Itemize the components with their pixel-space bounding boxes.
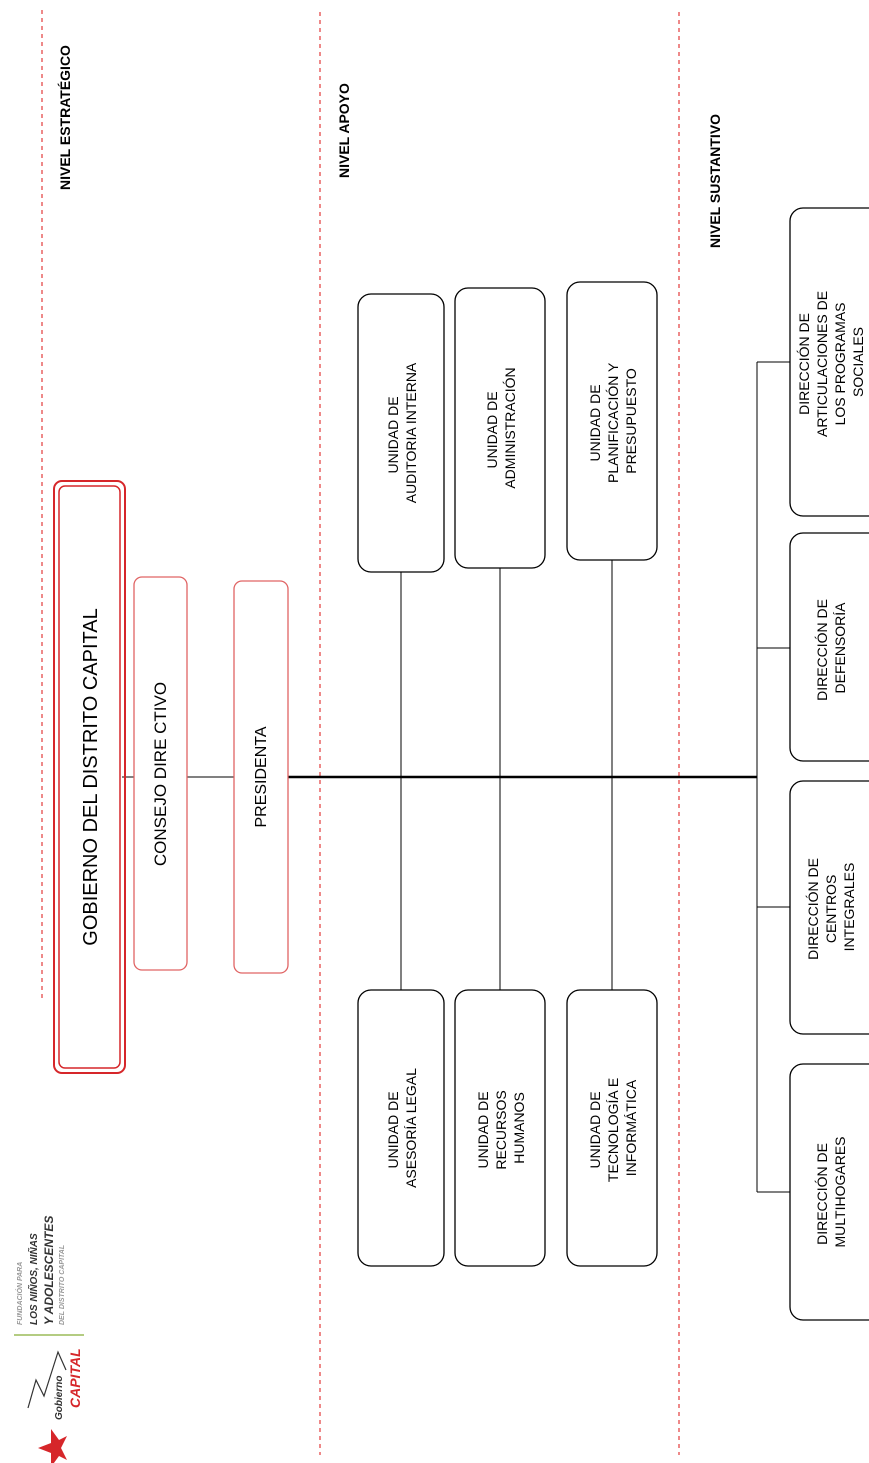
- svg-text:UNIDAD DE ASESORÍA LEGAL: UNIDAD DE ASESORÍA LEGAL: [385, 1068, 419, 1188]
- logo: Gobierno CAPITAL FUNDACIÓN PARA LOS NIÑO…: [14, 1216, 84, 1463]
- tecnologia-line-2: TECNOLOGÍA E: [605, 1078, 621, 1182]
- articulaciones-line-4: SOCIALES: [850, 327, 866, 397]
- box-gobierno: [58, 485, 121, 1069]
- box-direccion-articulaciones: DIRECCIÓN DE ARTICULACIONES DE LOS PROGR…: [789, 207, 869, 517]
- auditoria-line-2: AUDITORIA INTERNA: [403, 362, 419, 503]
- logo-capital: CAPITAL: [67, 1348, 83, 1408]
- connectors: [122, 361, 790, 1193]
- logo-gobierno: Gobierno: [54, 1376, 65, 1420]
- svg-text:DIRECCIÓN DE ARTICULACIO: DIRECCIÓN DE ARTICULACIONES DE LOS PROGR…: [796, 287, 866, 437]
- svg-text:UNIDAD DE RECURSOS: UNIDAD DE RECURSOS HUMANOS: [475, 1086, 527, 1169]
- box-consejo: [133, 576, 188, 971]
- svg-text:DIRECCIÓN DE DEFENSORÍA: DIRECCIÓN DE DEFENSORÍA: [814, 595, 848, 701]
- logo-line-4: DEL DISTRITO CAPITAL: [59, 1245, 66, 1325]
- multihogares-line-2: MULTIHOGARES: [832, 1137, 848, 1248]
- svg-text:UNIDAD DE PLANIFICACIÓN: UNIDAD DE PLANIFICACIÓN Y PRESUPUESTO: [587, 359, 639, 483]
- box-direccion-defensoria: DIRECCIÓN DE DEFENSORÍA: [789, 532, 869, 762]
- centros-line-2: CENTROS: [823, 875, 839, 943]
- star-icon: [38, 1429, 67, 1463]
- logo-line-1: FUNDACIÓN PARA: [15, 1262, 24, 1325]
- mountain-icon: [27, 1350, 67, 1409]
- rrhh-line-2: RECURSOS: [493, 1090, 509, 1169]
- svg-text:DIRECCIÓN DE CENTROS: DIRECCIÓN DE CENTROS INTEGRALES: [805, 854, 857, 960]
- box-unidad-planificacion: UNIDAD DE PLANIFICACIÓN Y PRESUPUESTO: [566, 281, 658, 561]
- tecnologia-line-3: INFORMÁTICA: [623, 1079, 639, 1176]
- planificacion-line-2: PLANIFICACIÓN Y: [605, 362, 621, 483]
- box-unidad-tecnologia: UNIDAD DE TECNOLOGÍA E INFORMÁTICA: [566, 989, 658, 1267]
- rrhh-line-1: UNIDAD DE: [475, 1091, 491, 1168]
- articulaciones-line-3: LOS PROGRAMAS: [832, 302, 848, 425]
- svg-text:UNIDAD DE AUDITORIA INTE: UNIDAD DE AUDITORIA INTERNA: [385, 362, 419, 503]
- box-unidad-administracion: UNIDAD DE ADMINISTRACIÓN: [454, 287, 546, 569]
- level-label-apoyo: NIVEL APOYO: [336, 83, 352, 178]
- defensoria-line-2: DEFENSORÍA: [832, 602, 848, 694]
- legal-line-1: UNIDAD DE: [385, 1091, 401, 1168]
- box-direccion-multihogares: DIRECCIÓN DE MULTIHOGARES: [789, 1063, 869, 1321]
- logo-line-2: LOS NIÑOS, NIÑAS: [27, 1233, 40, 1325]
- logo-line-3: Y ADOLESCENTES: [42, 1216, 56, 1325]
- centros-line-1: DIRECCIÓN DE: [805, 858, 821, 960]
- box-unidad-auditoria: UNIDAD DE AUDITORIA INTERNA: [357, 293, 445, 573]
- label-consejo: CONSEJO DIRE CTIVO: [151, 682, 170, 866]
- administracion-line-2: ADMINISTRACIÓN: [502, 367, 518, 488]
- centros-line-3: INTEGRALES: [841, 863, 857, 952]
- box-unidad-rrhh: UNIDAD DE RECURSOS HUMANOS: [454, 989, 546, 1267]
- box-gobierno-outer: [53, 480, 126, 1074]
- multihogares-line-1: DIRECCIÓN DE: [814, 1143, 830, 1245]
- label-gobierno: GOBIERNO DEL DISTRITO CAPITAL: [80, 608, 102, 945]
- tecnologia-line-1: UNIDAD DE: [587, 1091, 603, 1168]
- auditoria-line-1: UNIDAD DE: [385, 396, 401, 473]
- defensoria-line-1: DIRECCIÓN DE: [814, 599, 830, 701]
- legal-line-2: ASESORÍA LEGAL: [403, 1068, 419, 1188]
- level-label-estrategico: NIVEL ESTRATÉGICO: [57, 45, 73, 190]
- articulaciones-line-2: ARTICULACIONES DE: [814, 291, 830, 437]
- level-label-sustantivo: NIVEL SUSTANTIVO: [707, 114, 723, 248]
- label-presidenta: PRESIDENTA: [253, 726, 270, 827]
- svg-text:UNIDAD DE TECNOLOGÍA E: UNIDAD DE TECNOLOGÍA E INFORMÁTICA: [587, 1074, 639, 1182]
- administracion-line-1: UNIDAD DE: [484, 391, 500, 468]
- planificacion-line-1: UNIDAD DE: [587, 384, 603, 461]
- planificacion-line-3: PRESUPUESTO: [623, 368, 639, 474]
- articulaciones-line-1: DIRECCIÓN DE: [796, 313, 812, 415]
- svg-text:DIRECCIÓN DE MULTIHOGARE: DIRECCIÓN DE MULTIHOGARES: [814, 1137, 848, 1248]
- rrhh-line-3: HUMANOS: [511, 1092, 527, 1164]
- svg-text:UNIDAD DE ADMINISTRACIÓN: UNIDAD DE ADMINISTRACIÓN: [484, 367, 518, 488]
- box-unidad-legal: UNIDAD DE ASESORÍA LEGAL: [357, 989, 445, 1267]
- box-presidenta: [233, 580, 289, 974]
- box-direccion-centros: DIRECCIÓN DE CENTROS INTEGRALES: [789, 780, 869, 1035]
